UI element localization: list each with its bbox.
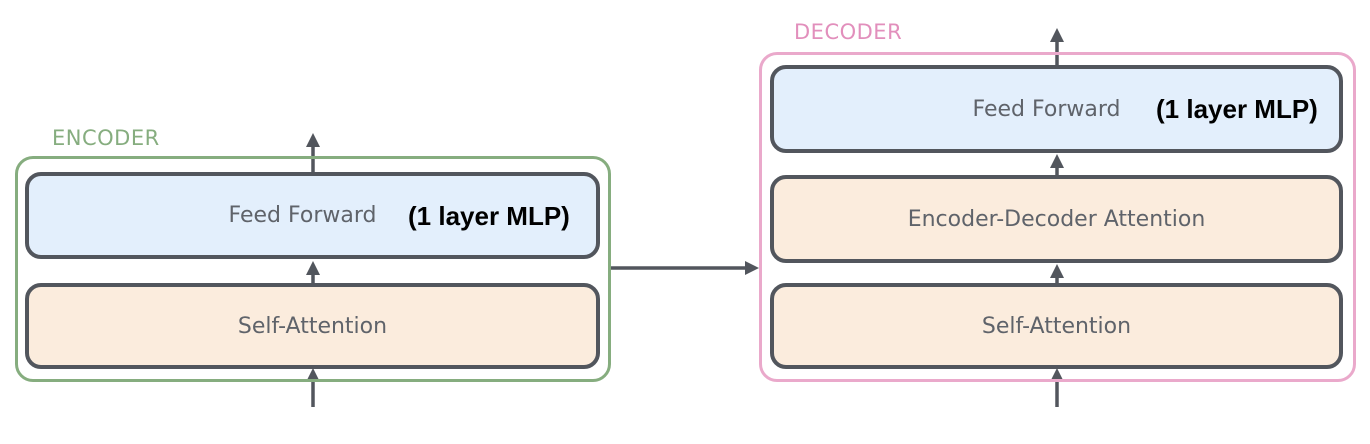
encoder-mlp-note: (1 layer MLP) (408, 201, 570, 231)
decoder-feed-forward-layer: Feed Forward (770, 65, 1343, 153)
encoder-feed-forward-label: Feed Forward (228, 203, 377, 228)
encoder-self-to-ff-arrowhead (306, 261, 320, 275)
decoder-output-arrowhead (1050, 28, 1064, 42)
encoder-container (15, 156, 611, 382)
decoder-ed-to-ff-arrowhead (1050, 154, 1064, 168)
decoder-feed-forward-label: Feed Forward (972, 96, 1121, 122)
encoder-feed-forward-layer: Feed Forward (25, 172, 600, 259)
decoder-input-arrowhead (1050, 368, 1064, 382)
decoder-self-attention-label: Self-Attention (981, 313, 1132, 339)
decoder-encoder-decoder-attention-layer: Encoder-Decoder Attention (770, 175, 1343, 263)
decoder-self-attention-layer: Self-Attention (770, 283, 1343, 369)
encoder-output-arrowhead (306, 133, 320, 147)
encoder-input-arrowhead (306, 368, 320, 382)
encoder-to-decoder-arrowhead (745, 261, 759, 275)
decoder-mlp-note: (1 layer MLP) (1156, 94, 1318, 124)
decoder-encoder-decoder-attention-label: Encoder-Decoder Attention (907, 206, 1206, 232)
decoder-container (759, 52, 1356, 382)
decoder-label: DECODER (794, 20, 903, 44)
encoder-label: ENCODER (52, 126, 160, 150)
encoder-self-attention-label: Self-Attention (237, 313, 388, 339)
encoder-self-attention-layer: Self-Attention (25, 283, 600, 369)
decoder-self-to-ed-arrowhead (1050, 264, 1064, 278)
